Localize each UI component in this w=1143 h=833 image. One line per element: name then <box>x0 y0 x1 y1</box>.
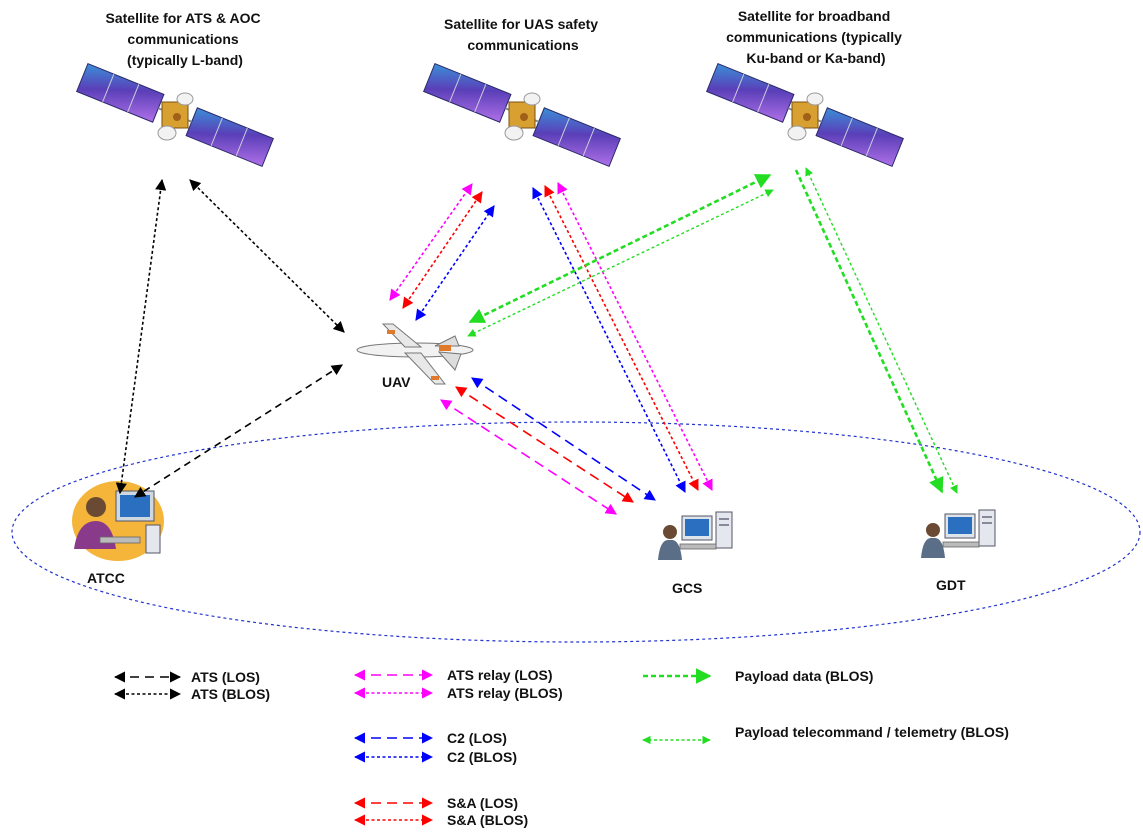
legend-item-ats-relay-los: ATS relay (LOS) <box>353 667 553 683</box>
legend: ATS (LOS) ATS (BLOS) ATS relay (LOS) ATS… <box>113 667 1009 828</box>
gdt-label: GDT <box>936 577 966 593</box>
svg-text:ATS relay (BLOS): ATS relay (BLOS) <box>447 685 563 701</box>
svg-text:Payload telecommand / telemetr: Payload telecommand / telemetry (BLOS) <box>735 724 1009 740</box>
link-ats-blos-satellite-atcc <box>115 178 167 495</box>
legend-item-sa-los: S&A (LOS) <box>353 795 518 811</box>
svg-text:ATS relay (LOS): ATS relay (LOS) <box>447 667 553 683</box>
legend-item-payload-data: Payload data (BLOS) <box>643 668 873 684</box>
atcc-node <box>72 481 164 561</box>
link-sa-los-uav-gcs <box>455 386 634 503</box>
svg-text:ATS (BLOS): ATS (BLOS) <box>191 686 270 702</box>
uav-node <box>356 323 474 385</box>
link-ats-relay-los-uav-gcs <box>440 399 617 515</box>
satellite-icon <box>705 62 905 168</box>
link-payload-data-satellite-gdt <box>794 169 944 494</box>
satellite-ats-aoc-caption: Satellite for ATS & AOC communications (… <box>106 10 265 68</box>
link-payload-tc-satellite-gdt <box>805 167 958 494</box>
satellite-broadband <box>705 62 905 168</box>
svg-text:ATS (LOS): ATS (LOS) <box>191 669 260 685</box>
gdt-node <box>920 509 996 559</box>
link-c2-blos-gcs-satellite <box>532 186 686 494</box>
ground-control-station-icon <box>657 511 733 561</box>
ground-data-terminal-icon <box>920 509 996 559</box>
satellite-broadband-caption: Satellite for broadband communications (… <box>726 8 906 66</box>
legend-item-ats-relay-blos: ATS relay (BLOS) <box>353 685 563 701</box>
legend-item-payload-telecommand: Payload telecommand / telemetry (BLOS) <box>642 724 1009 745</box>
uav-label: UAV <box>382 374 411 390</box>
svg-text:S&A (BLOS): S&A (BLOS) <box>447 812 528 828</box>
link-ats-los-uav-atcc <box>134 364 343 498</box>
link-ats-blos-satellite-uav <box>189 179 345 333</box>
satellite-uas-safety <box>422 62 622 168</box>
satellite-icon <box>75 62 275 168</box>
legend-item-sa-blos: S&A (BLOS) <box>353 812 528 828</box>
link-payload-data-uav-satellite <box>468 173 772 324</box>
svg-text:C2 (LOS): C2 (LOS) <box>447 730 507 746</box>
link-ats-relay-blos-gcs-satellite <box>557 181 713 492</box>
atcc-label: ATCC <box>87 570 125 586</box>
svg-text:C2 (BLOS): C2 (BLOS) <box>447 749 517 765</box>
link-ats-relay-blos-uav-satellite <box>389 183 473 301</box>
gcs-label: GCS <box>672 580 702 596</box>
legend-item-ats-blos: ATS (BLOS) <box>113 686 270 702</box>
uav-aircraft-icon <box>356 323 474 385</box>
link-sa-blos-uav-satellite <box>402 191 483 309</box>
ground-zone-ellipse <box>11 421 1141 643</box>
satellite-icon <box>422 62 622 168</box>
svg-text:Payload data (BLOS): Payload data (BLOS) <box>735 668 873 684</box>
gcs-node <box>657 511 733 561</box>
link-c2-blos-uav-satellite <box>415 205 495 321</box>
satellite-uas-safety-caption: Satellite for UAS safety communications <box>444 16 602 53</box>
link-payload-tc-uav-satellite <box>467 189 774 337</box>
svg-text:S&A (LOS): S&A (LOS) <box>447 795 518 811</box>
legend-item-c2-los: C2 (LOS) <box>353 730 507 746</box>
legend-item-ats-los: ATS (LOS) <box>113 669 260 685</box>
link-sa-blos-gcs-satellite <box>544 184 699 492</box>
satellite-ats-aoc <box>75 62 275 168</box>
air-traffic-controller-icon <box>72 481 164 561</box>
legend-item-c2-blos: C2 (BLOS) <box>353 749 517 765</box>
